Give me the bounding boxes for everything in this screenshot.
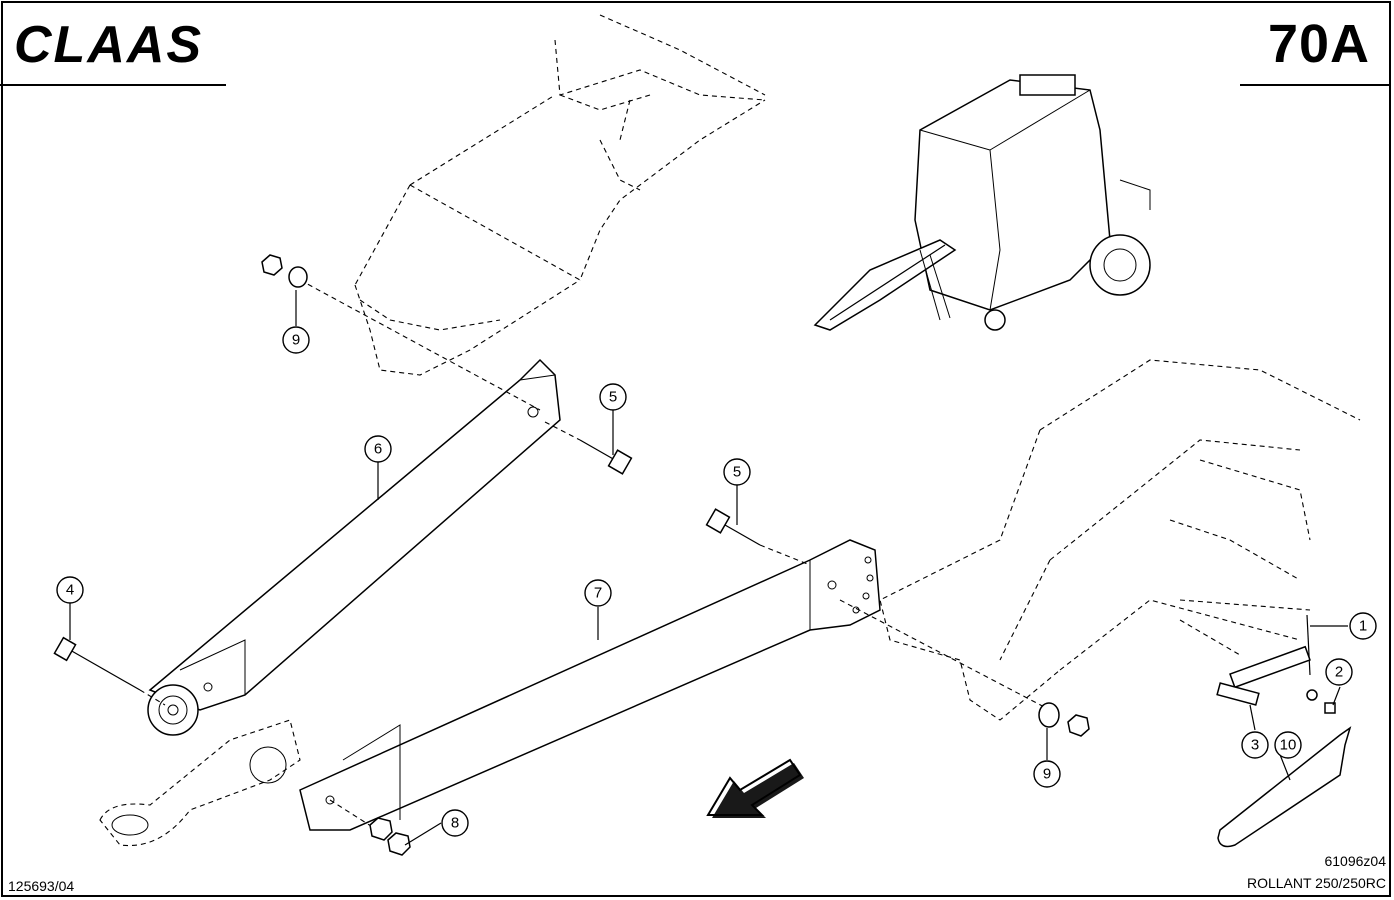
svg-text:6: 6 xyxy=(374,441,382,458)
arm-7 xyxy=(299,539,881,831)
svg-text:9: 9 xyxy=(1043,766,1051,783)
svg-text:5: 5 xyxy=(609,389,617,406)
axis-line-lower xyxy=(839,599,1051,711)
brand-text: CLAAS xyxy=(14,20,203,70)
axis-line-upper xyxy=(299,279,541,411)
page-id-underline xyxy=(1240,84,1390,86)
pin-assembly xyxy=(1179,614,1352,848)
model-name: ROLLANT 250/250RC xyxy=(1246,875,1386,891)
spacer-nut-lower xyxy=(1038,702,1090,737)
svg-text:10: 10 xyxy=(1280,737,1297,754)
callout-4: 4 xyxy=(56,576,84,604)
svg-text:4: 4 xyxy=(66,582,74,599)
upper-frame-outline xyxy=(354,14,766,376)
washer-disc xyxy=(249,746,287,784)
svg-text:5: 5 xyxy=(733,464,741,481)
svg-text:1: 1 xyxy=(1359,618,1367,635)
callout-9-upper: 9 xyxy=(282,326,310,354)
callout-5-upper: 5 xyxy=(599,383,627,411)
drawbar-eye-hole xyxy=(111,814,149,836)
callout-5-lower: 5 xyxy=(723,458,751,486)
leader-lines xyxy=(69,290,1348,846)
nuts-8 xyxy=(369,817,411,856)
svg-text:7: 7 xyxy=(594,585,602,602)
arm-6 xyxy=(147,358,561,736)
document-number: 125693/04 xyxy=(8,878,75,894)
callout-1: 1 xyxy=(1349,612,1377,640)
lower-frame-outline xyxy=(879,359,1361,721)
svg-text:3: 3 xyxy=(1251,737,1259,754)
svg-text:9: 9 xyxy=(292,332,300,349)
callout-3: 3 xyxy=(1241,731,1269,759)
claas-logo: CLAAS xyxy=(14,20,203,70)
travel-direction-arrow-icon xyxy=(706,758,804,818)
svg-text:8: 8 xyxy=(451,815,459,832)
callout-8: 8 xyxy=(441,809,469,837)
bolt-4 xyxy=(53,636,166,706)
footer-right: 61096z04 ROLLANT 250/250RC xyxy=(1247,850,1386,894)
callout-10: 10 xyxy=(1274,731,1302,759)
nut-upper xyxy=(261,254,308,288)
callout-2: 2 xyxy=(1325,658,1353,686)
callout-6: 6 xyxy=(364,435,392,463)
bolt-5-upper xyxy=(544,421,633,475)
callout-7: 7 xyxy=(584,579,612,607)
svg-text:2: 2 xyxy=(1335,664,1343,681)
baler-overview-illustration xyxy=(813,74,1151,331)
brand-underline xyxy=(0,84,226,86)
drawbar-eye-outline xyxy=(99,719,301,847)
callout-9-lower: 9 xyxy=(1033,760,1061,788)
bolt-5-lower xyxy=(705,508,811,566)
drawing-code: 61096z04 xyxy=(1324,853,1386,869)
page-id: 70A xyxy=(1267,14,1370,74)
